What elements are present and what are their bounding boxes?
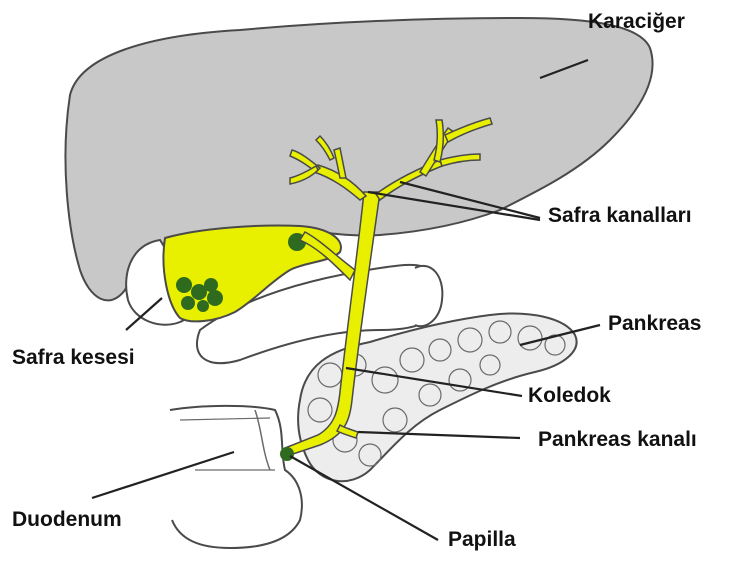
label-papilla: Papilla (448, 528, 516, 551)
label-pancreas: Pankreas (608, 312, 701, 335)
label-koledok: Koledok (528, 384, 611, 407)
stomach-tube (415, 266, 442, 326)
papilla-marker (280, 447, 294, 461)
label-liver: Karaciğer (588, 10, 685, 33)
gallstone (181, 296, 195, 310)
label-duodenum: Duodenum (12, 508, 122, 531)
label-gallbladder: Safra kesesi (12, 346, 135, 369)
label-bile-ducts: Safra kanalları (548, 204, 692, 227)
gallstone (197, 300, 209, 312)
gallstone (204, 278, 218, 292)
gallstone (176, 277, 192, 293)
label-pancreatic-duct: Pankreas kanalı (538, 428, 697, 451)
duodenum-shape (170, 406, 302, 548)
gallstone (207, 290, 223, 306)
